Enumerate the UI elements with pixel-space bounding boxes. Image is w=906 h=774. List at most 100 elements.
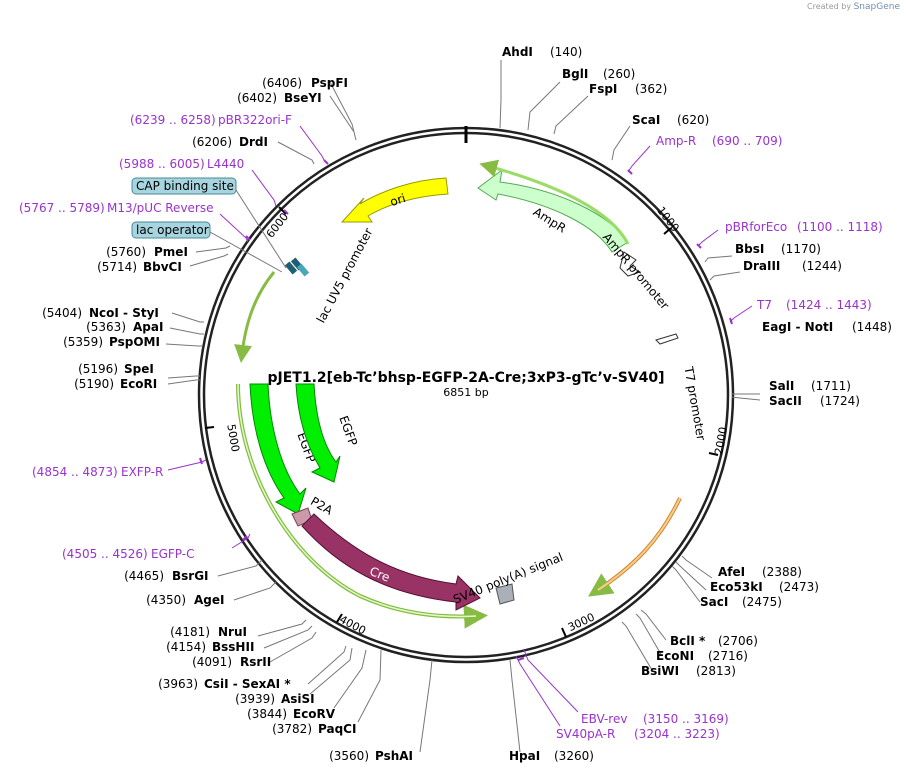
svg-text:(6406): (6406) (262, 76, 302, 90)
svg-text:(3939): (3939) (235, 692, 275, 706)
enzyme-PshAI[interactable]: (3560)PshAI (329, 749, 413, 763)
cap-binding-site-box[interactable]: CAP binding site (131, 177, 287, 269)
svg-text:BsiWI: BsiWI (641, 664, 679, 678)
svg-text:(2706): (2706) (718, 634, 758, 648)
primer-marks (199, 159, 733, 661)
ori-label: ori (388, 191, 407, 209)
orange-arc-inner (597, 497, 681, 591)
enzyme-PmeI[interactable]: (5760)PmeI (106, 245, 188, 259)
svg-text:(5767 .. 5789): (5767 .. 5789) (19, 201, 105, 215)
enzyme-NruI[interactable]: (4181)NruI (170, 625, 247, 639)
svg-text:(1724): (1724) (820, 394, 860, 408)
enzyme-FspI[interactable]: FspI (362) (589, 82, 667, 96)
enzyme-PaqCI[interactable]: (3782) PaqCI (272, 722, 356, 736)
svg-text:(2475): (2475) (742, 595, 782, 609)
primer-SV40pA-R[interactable]: SV40pA-R(3204 .. 3223) (556, 727, 720, 741)
svg-text:(2473): (2473) (779, 580, 819, 594)
enzyme-BssHII[interactable]: (4154)BssHII (166, 640, 254, 654)
enzyme-EcoRI[interactable]: (5190)EcoRI (74, 377, 157, 391)
svg-text:(3560): (3560) (329, 749, 369, 763)
svg-text:ScaI: ScaI (632, 113, 660, 127)
enzyme-BbsI[interactable]: BbsI(1170) (735, 242, 821, 256)
enzyme-ApaI[interactable]: (5363)ApaI (86, 320, 163, 334)
svg-text:BbvCI: BbvCI (143, 260, 182, 274)
cre-feature[interactable]: Cre (301, 513, 481, 611)
svg-text:SacI: SacI (700, 595, 728, 609)
enzyme-EcoNI[interactable]: EcoNI(2716) (656, 649, 748, 663)
ori-feature[interactable]: ori (340, 177, 449, 223)
enzyme-AsiSI[interactable]: (3939)AsiSI (235, 692, 315, 706)
primer-M13-pUC-Reverse[interactable]: (5767 .. 5789)M13/pUC Reverse (19, 201, 214, 215)
t7-promoter[interactable]: T7 promoter (655, 333, 708, 441)
svg-text:SpeI: SpeI (124, 362, 154, 376)
enzyme-SacI[interactable]: SacI (2475) (700, 595, 782, 609)
lac-operator-box[interactable]: lac operator (131, 221, 283, 273)
svg-text:FspI: FspI (589, 82, 617, 96)
sv40-polya-feature[interactable]: SV40 poly(A) signal (451, 550, 565, 607)
enzyme-Eco53kI[interactable]: Eco53kI(2473) (710, 580, 819, 594)
svg-text:PaqCI: PaqCI (318, 722, 356, 736)
svg-text:EBV-rev: EBV-rev (581, 712, 627, 726)
enzyme-SacII[interactable]: SacII(1724) (769, 394, 860, 408)
enzyme-BclI[interactable]: BclI *(2706) (670, 634, 758, 648)
primer-T7[interactable]: T7(1424 .. 1443) (756, 298, 872, 312)
svg-text:BsrGI: BsrGI (172, 569, 209, 583)
svg-text:(4091): (4091) (192, 655, 232, 669)
long-orf-arc-inner (237, 383, 477, 618)
svg-text:(1170): (1170) (781, 242, 821, 256)
svg-text:EGFP-C: EGFP-C (151, 547, 194, 561)
svg-text:(690 .. 709): (690 .. 709) (712, 134, 782, 148)
primer-pBRforEco[interactable]: pBRforEco(1100 .. 1118) (725, 220, 883, 234)
enzyme-EagI-NotI[interactable]: EagI - NotI(1448) (762, 320, 892, 334)
svg-text:(1711): (1711) (811, 379, 851, 393)
enzyme-BseYI[interactable]: (6402)BseYI (237, 91, 322, 105)
primer-EBV-rev[interactable]: EBV-rev(3150 .. 3169) (581, 712, 729, 726)
egfp-feature-2[interactable]: EGFP (295, 383, 360, 483)
enzyme-HpaI[interactable]: HpaI (3260) (509, 749, 594, 763)
svg-text:(6402): (6402) (237, 91, 277, 105)
svg-text:T7: T7 (756, 298, 772, 312)
svg-text:(260): (260) (603, 67, 635, 81)
primer-L4440[interactable]: (5988 .. 6005)L4440 (119, 157, 244, 171)
primer-EGFP-C[interactable]: (4505 .. 4526)EGFP-C (62, 547, 194, 561)
enzyme-NcoI-StyI[interactable]: (5404)NcoI - StyI (42, 306, 159, 320)
enzyme-ScaI[interactable]: ScaI (620) (632, 113, 709, 127)
svg-text:(620): (620) (677, 113, 709, 127)
svg-text:pBR322ori-F: pBR322ori-F (218, 113, 292, 127)
enzyme-DrdI[interactable]: (6206)DrdI (192, 135, 268, 149)
svg-text:PspFI: PspFI (311, 76, 348, 90)
enzyme-BsrGI[interactable]: (4465)BsrGI (124, 569, 208, 583)
lacuv5-label: lac UV5 promoter (314, 226, 376, 326)
svg-text:(362): (362) (635, 82, 667, 96)
svg-text:1000: 1000 (654, 204, 681, 234)
enzyme-RsrII[interactable]: (4091)RsrII (192, 655, 271, 669)
tick-5000: 5000 (204, 423, 242, 453)
enzyme-PspFI[interactable]: (6406) PspFI (262, 76, 348, 90)
primer-pBR322ori-F[interactable]: (6239 .. 6258)pBR322ori-F (130, 113, 292, 127)
enzyme-BsiWI[interactable]: BsiWI (2813) (641, 664, 736, 678)
svg-text:(3260): (3260) (554, 749, 594, 763)
primer-Amp-R[interactable]: Amp-R(690 .. 709) (656, 134, 782, 148)
enzyme-BbvCI[interactable]: (5714)BbvCI (97, 260, 182, 274)
svg-text:(1244): (1244) (802, 259, 842, 273)
svg-text:(3782): (3782) (272, 722, 312, 736)
svg-text:BssHII: BssHII (212, 640, 254, 654)
svg-text:HpaI: HpaI (509, 749, 540, 763)
enzyme-AgeI[interactable]: (4350)AgeI (146, 593, 224, 607)
ampr-promoter[interactable]: AmpR promoter (600, 230, 672, 312)
enzyme-DraIII[interactable]: DraIII(1244) (743, 259, 842, 273)
enzyme-CsiI-SexAI[interactable]: (3963)CsiI - SexAI * (158, 677, 291, 691)
enzyme-SalI[interactable]: SalI(1711) (769, 379, 851, 393)
enzyme-EcoRV[interactable]: (3844)EcoRV (247, 707, 336, 721)
enzyme-AhdI[interactable]: AhdI(140) (502, 45, 582, 59)
enzyme-PspOMI[interactable]: (5359)PspOMI (63, 335, 160, 349)
svg-text:NruI: NruI (218, 625, 247, 639)
enzyme-BglI[interactable]: BglI(260) (562, 67, 635, 81)
enzyme-SpeI[interactable]: (5196)SpeI (78, 362, 154, 376)
lac-features-marks (284, 257, 310, 277)
tick-4000: 4000 (336, 613, 368, 637)
p2a-label: P2A (308, 494, 336, 518)
primer-EXFP-R[interactable]: (4854 .. 4873)EXFP-R (32, 465, 163, 479)
enzyme-AfeI[interactable]: AfeI(2388) (718, 565, 802, 579)
svg-text:(2813): (2813) (696, 664, 736, 678)
